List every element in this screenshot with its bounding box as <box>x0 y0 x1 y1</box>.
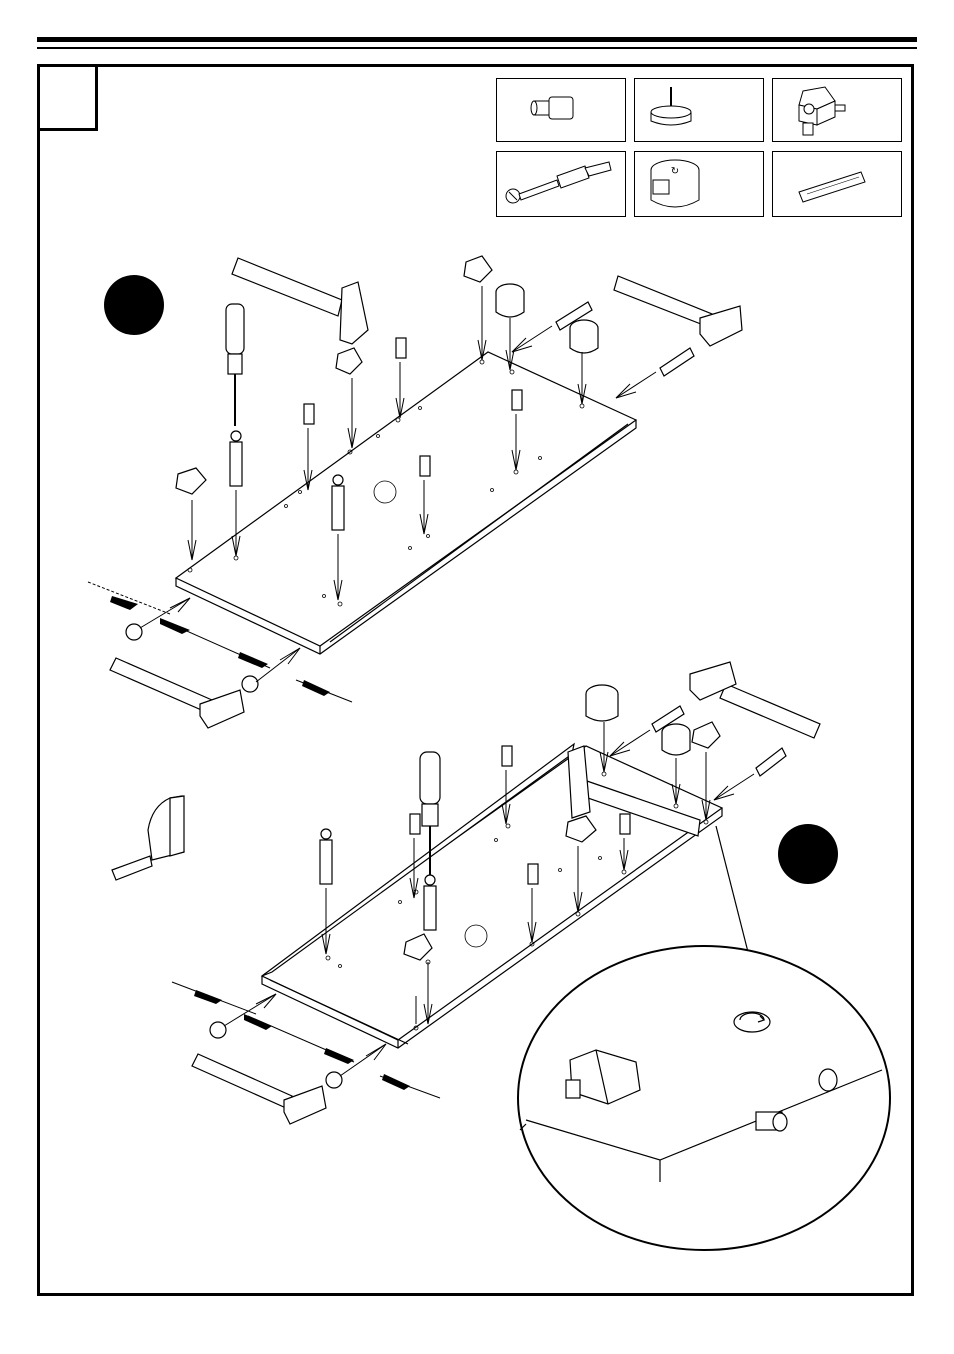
screwdriver-bottom <box>419 751 441 878</box>
tape-measure-icon <box>111 795 185 881</box>
header-rule-thick <box>37 37 917 42</box>
hammer-bottom-1 <box>689 661 821 739</box>
furniture-glide-nail-icon <box>650 87 692 126</box>
hardware-box-housing <box>772 78 902 142</box>
cam-rotate-icon <box>733 1011 771 1033</box>
hardware-box-dowel <box>772 151 902 217</box>
fittings-top <box>125 255 695 693</box>
top-panel <box>174 351 638 655</box>
wooden-peg-icon <box>530 96 574 120</box>
hardware-box-glide <box>634 78 764 142</box>
detail-callout <box>517 945 891 1251</box>
instruction-frame <box>37 64 914 1296</box>
step-badge-bottom <box>778 824 838 884</box>
hammer-top-1 <box>231 257 369 345</box>
fittings-bottom <box>209 684 787 1089</box>
hammer-bottom-2 <box>191 1053 327 1125</box>
bottom-panel <box>260 742 724 1049</box>
svg-text:↻: ↻ <box>671 166 679 177</box>
cam-lock-icon: ↻ <box>650 159 700 208</box>
hammer-top-3 <box>109 657 245 729</box>
wooden-dowel-icon <box>798 171 866 203</box>
screwdriver-top <box>225 303 245 426</box>
step-badge-top <box>104 275 164 335</box>
arrows-bottom <box>171 722 755 1099</box>
connecting-bolt-icon <box>505 161 612 204</box>
callout-leader <box>715 825 749 953</box>
step-number-box <box>37 64 98 131</box>
hardware-box-cam: ↻ <box>634 151 764 217</box>
hardware-box-peg <box>496 78 626 142</box>
hardware-box-bolt <box>496 151 626 217</box>
header-rule-thin <box>37 47 917 49</box>
cam-connector-housing-icon <box>798 86 846 136</box>
hatch-marks <box>110 596 410 1090</box>
hammer-top-2 <box>613 275 743 347</box>
